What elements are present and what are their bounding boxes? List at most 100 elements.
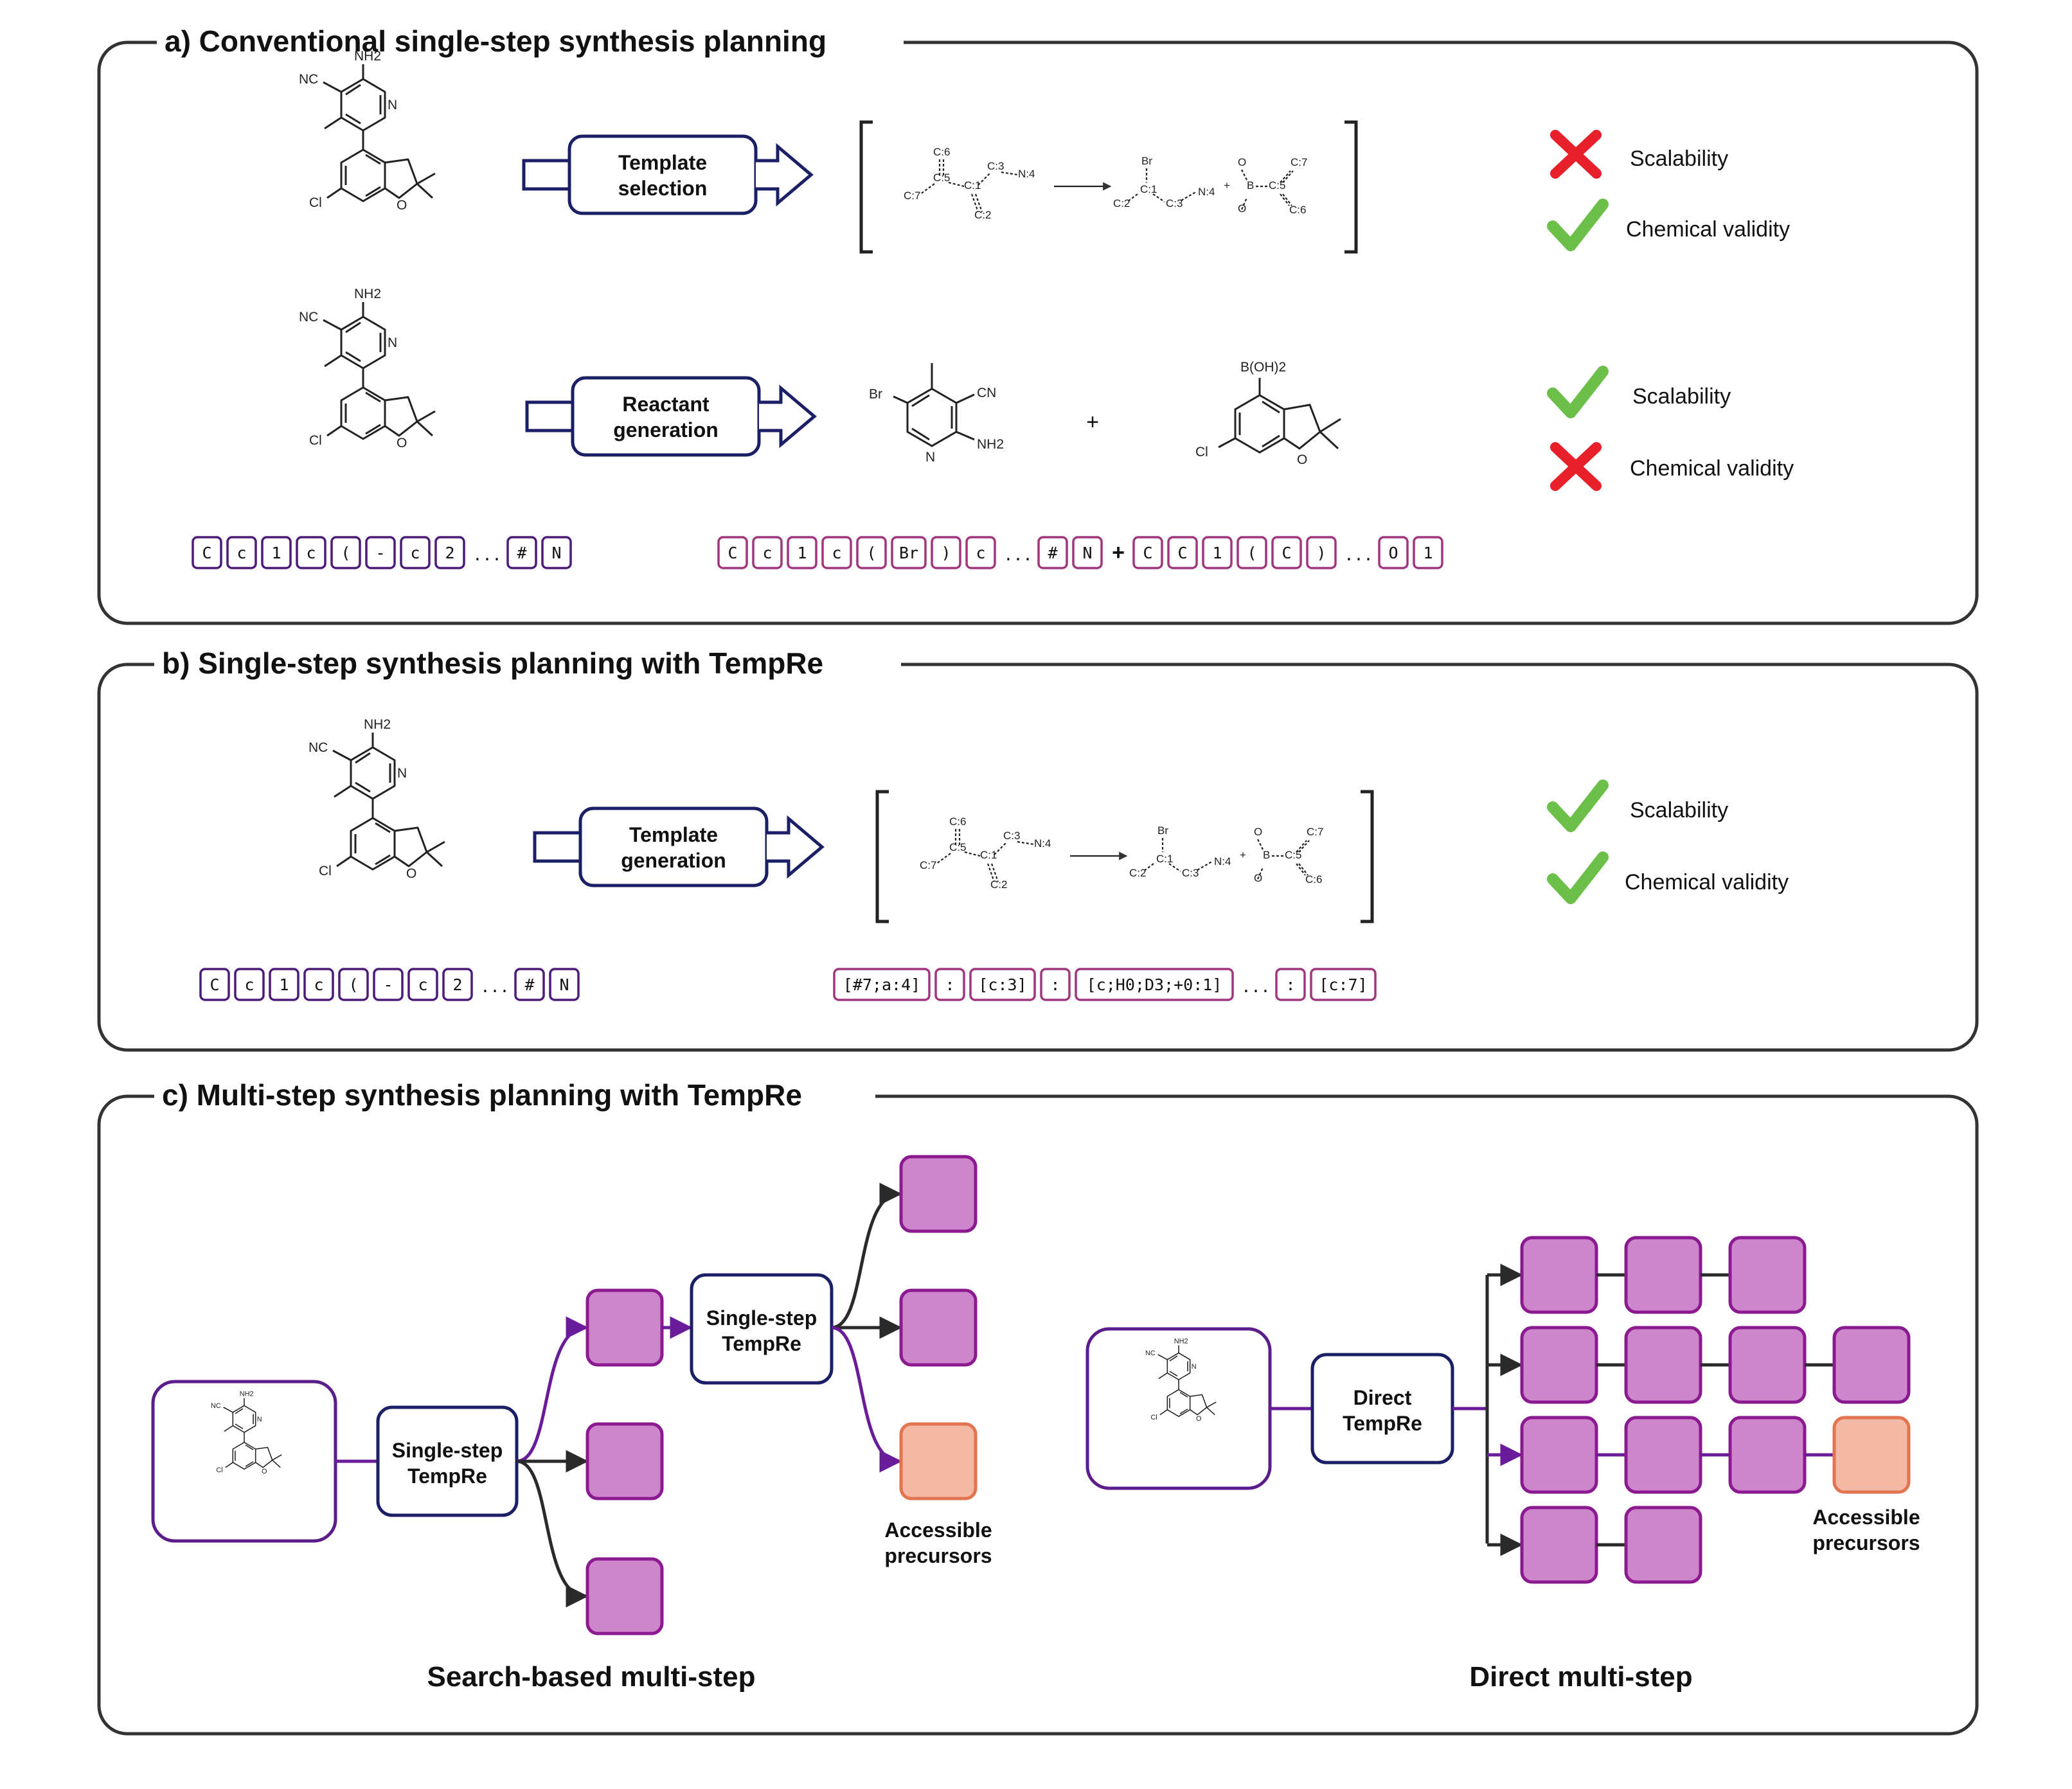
token-text: N [1082, 544, 1092, 562]
template-generation-label-1: Template [629, 823, 718, 846]
amine-label: NH2 [240, 1390, 254, 1398]
chloro-bond [1159, 1409, 1168, 1416]
token-text: 1 [1212, 544, 1222, 562]
criterion-scalability: Scalability [1630, 147, 1728, 171]
direct-tempre-label-2: TempRe [1343, 1412, 1422, 1435]
nitrile-label: NC [211, 1402, 221, 1410]
template-selection-label-1: Template [618, 151, 707, 174]
panel-c: c) Multi-step synthesis planning with Te… [97, 1077, 1979, 1736]
template-selection-label-2: selection [618, 177, 708, 200]
precursor-node[interactable] [899, 1155, 978, 1233]
token-text: 1 [279, 975, 289, 994]
token-box [931, 536, 961, 569]
benzene-double-bonds [344, 154, 381, 197]
token-box [1413, 536, 1443, 569]
pyridine-double-bonds [355, 752, 391, 793]
accessible-precursor-node[interactable] [899, 1422, 978, 1500]
template-bonds [920, 159, 1019, 213]
ring-oxygen-label: O [1196, 1415, 1201, 1423]
token-text: : [945, 975, 954, 994]
chloro-bond [326, 425, 342, 437]
token-text: 2 [445, 544, 454, 562]
token-box [856, 536, 887, 569]
atom-map-label: C:1 [1140, 183, 1157, 195]
pyridine-double-bonds [235, 1408, 254, 1429]
token-text: ) [941, 544, 951, 562]
amine-label: NH2 [1174, 1337, 1188, 1345]
amine-label: NH2 [354, 287, 381, 301]
token-box [1132, 536, 1163, 569]
atom-map-label: C:5 [1269, 179, 1285, 191]
route-node[interactable] [1728, 1416, 1807, 1494]
benzene-double-bonds [344, 391, 381, 435]
token-text: ( [341, 544, 350, 562]
token-box [192, 536, 222, 569]
ring-oxygen-label: O [397, 198, 407, 213]
token-text: 1 [797, 544, 807, 562]
atom-map-label: N:4 [1214, 855, 1231, 868]
gem-dimethyl [1206, 1402, 1217, 1416]
token-text: 2 [452, 975, 462, 994]
token-text: c [976, 544, 985, 562]
pyridine-double-bonds [345, 84, 382, 125]
route-node[interactable] [1520, 1506, 1598, 1584]
route-node[interactable] [1624, 1506, 1702, 1584]
accessible-precursor-node[interactable] [1832, 1416, 1911, 1494]
route-node[interactable] [1832, 1326, 1911, 1404]
atom-map-label: C:6 [949, 815, 966, 828]
route-node[interactable] [1728, 1236, 1807, 1314]
benzene-double-bonds [235, 1445, 254, 1467]
route-node[interactable] [1520, 1326, 1598, 1404]
atom-map-label: C:3 [1182, 867, 1199, 879]
token-box [269, 968, 299, 1001]
route-node[interactable] [1520, 1416, 1598, 1494]
token-ellipsis: ... [480, 977, 509, 996]
token-box [373, 968, 404, 1001]
atom-map-label: C:2 [1129, 867, 1146, 879]
precursor-node[interactable] [899, 1288, 978, 1367]
intermediate-node[interactable] [585, 1557, 664, 1635]
route-node[interactable] [1520, 1236, 1598, 1314]
token-box [1310, 968, 1377, 1001]
nitrile-label: NC [308, 740, 328, 755]
intermediate-node[interactable] [585, 1288, 664, 1367]
atom-map-label: C:7 [1307, 826, 1323, 838]
token-text: ( [1247, 544, 1256, 562]
atom-map-label: C:7 [1291, 156, 1307, 168]
benzene-ring [340, 386, 386, 440]
chloro-bond [326, 187, 342, 199]
template-generation-label-2: generation [621, 849, 726, 872]
atom-map-label: C:6 [1289, 204, 1306, 216]
right-bracket [1361, 790, 1374, 923]
bromo-label: Br [869, 387, 882, 402]
token-plus: + [1112, 540, 1125, 565]
route-node[interactable] [1624, 1236, 1702, 1314]
direct-caption: Direct multi-step [1469, 1661, 1692, 1693]
route-node[interactable] [1624, 1416, 1702, 1494]
reactant-generation-label-2: generation [613, 418, 719, 441]
token-text: - [383, 975, 393, 994]
route-node[interactable] [1728, 1326, 1807, 1404]
atom-map-label: C:3 [987, 160, 1004, 172]
atom-map-label: N:4 [1198, 186, 1215, 198]
token-text: C [1177, 544, 1187, 562]
token-box [1306, 536, 1337, 569]
token-box [934, 968, 965, 1001]
token-box [434, 536, 465, 569]
atom-map-label: C:2 [974, 209, 991, 221]
token-text: c [314, 975, 323, 994]
token-box [261, 536, 292, 569]
atom-map-label: C:5 [949, 841, 966, 853]
route-node[interactable] [1624, 1326, 1702, 1404]
nitrile-bond [223, 1407, 233, 1413]
intermediate-node[interactable] [585, 1422, 664, 1500]
dihydrofuran-ring [394, 826, 428, 868]
token-text: ( [348, 975, 358, 994]
atom-map-label: C:6 [933, 146, 950, 158]
atom-map-label: C:2 [990, 878, 1007, 891]
template-bonds [1143, 838, 1310, 880]
